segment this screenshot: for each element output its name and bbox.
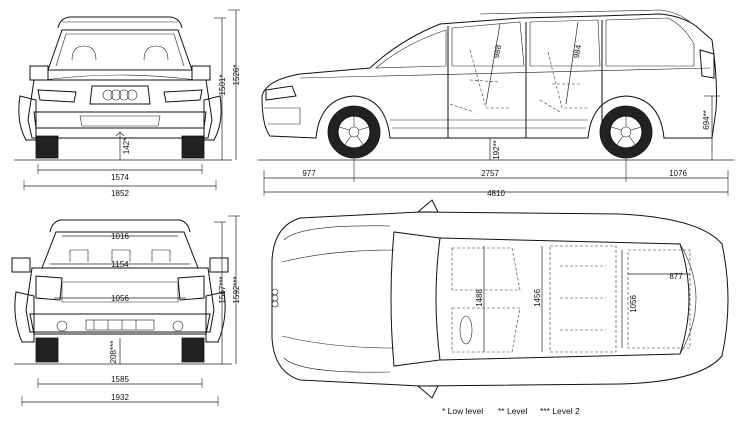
side-view: 988 984 192** 694** 977 2757 1076 4810 [258, 9, 734, 198]
rear-headroom-label: 984 [572, 44, 583, 59]
rear-interior-width-label: 1456 [533, 289, 542, 307]
front-overhang-label: 977 [302, 169, 316, 178]
load-width-top-label: 1056 [629, 295, 638, 313]
rear-overhang-label: 1076 [669, 169, 687, 178]
side-clearance-label: 192** [492, 140, 501, 160]
load-length-top-label: 877 [669, 272, 683, 281]
rear-width-label: 1932 [111, 393, 129, 402]
legend-level: ** Level [498, 406, 527, 416]
front-track-label: 1574 [111, 173, 129, 182]
rear-height-level-label: 1567*** [218, 276, 227, 303]
rear-step-label: 694** [702, 110, 711, 130]
front-headroom-label: 988 [492, 44, 503, 59]
wheelbase-label: 2757 [481, 169, 499, 178]
front-height-low-label: 1501* [218, 75, 227, 96]
legend-low-level: * Low level [442, 406, 483, 416]
roof-width-label: 1016 [111, 232, 129, 241]
overall-length-label: 4810 [487, 189, 505, 198]
front-clearance-label: 142* [122, 138, 131, 154]
rear-track-label: 1585 [111, 375, 129, 384]
rear-clearance-label: 208*** [109, 341, 118, 364]
load-floor-width-label: 1056 [111, 294, 129, 303]
top-view: 1488 1456 1056 877 [271, 199, 729, 399]
shoulder-width-label: 1154 [111, 260, 129, 269]
legend-level2: *** Level 2 [540, 406, 580, 416]
front-interior-width-label: 1488 [475, 289, 484, 307]
front-height-level2-label: 1526* [232, 65, 241, 86]
front-view: 1501* 1526* 142* 1574 1852 [14, 9, 241, 198]
legend: * Low level ** Level *** Level 2 [442, 406, 580, 416]
front-width-label: 1852 [111, 189, 129, 198]
rear-height-level2-label: 1592*** [232, 276, 241, 303]
rear-view: 1016 1154 1056 1567*** 1592*** 208*** 15… [11, 215, 241, 406]
